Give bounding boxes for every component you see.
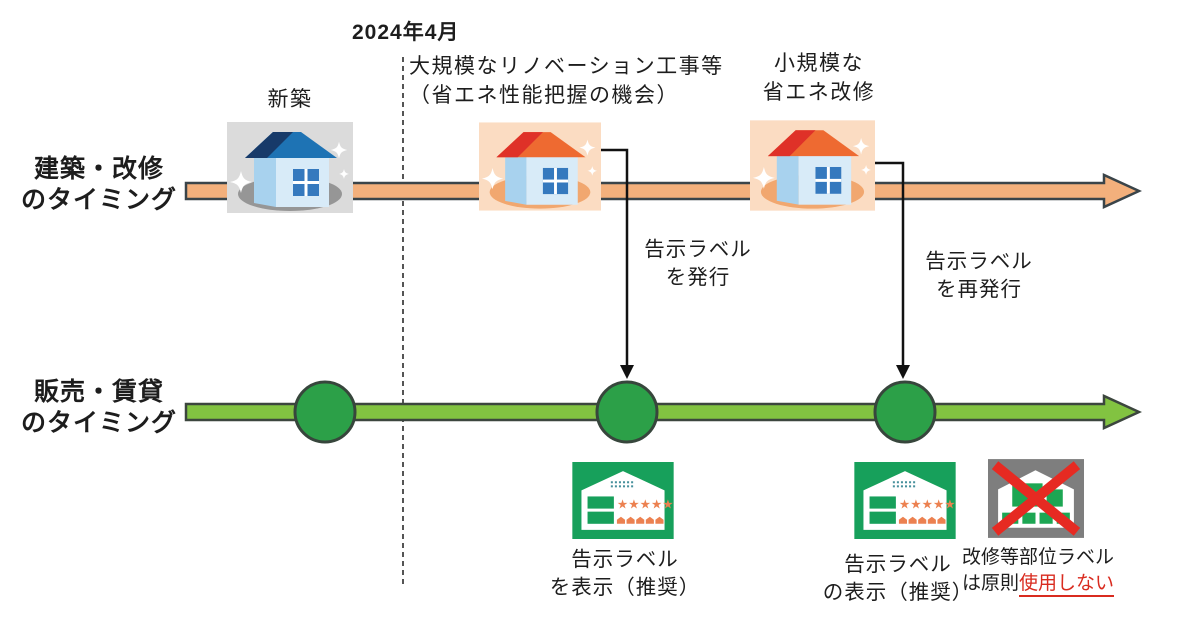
bottom-label-line: を表示（推奨）: [549, 576, 701, 599]
prohibited-note-line: 改修等部位ラベル: [962, 547, 1115, 568]
prohibited-note-line: は原則使用しない: [962, 571, 1132, 597]
reissue-connector-arrow: [873, 161, 905, 366]
reissue-arrowhead-icon: [896, 365, 910, 379]
prohibited-usage-note: 改修等部位ラベル は原則使用しない: [962, 545, 1132, 597]
event-label-minor-retrofit: 小規模な 省エネ改修: [743, 49, 895, 107]
callout-line: 告示ラベル: [925, 250, 1033, 273]
prohibited-note-prefix: は原則: [962, 573, 1020, 594]
row-label-line: 建築・改修: [33, 155, 164, 183]
prohibited-part-label-icon: [988, 459, 1084, 538]
issue-connector-arrow: [598, 148, 629, 366]
label-house-marks-row: [616, 516, 664, 524]
prohibited-note-emphasis: 使用しない: [1019, 573, 1115, 597]
event-label-line: 大規模なリノベーション工事等: [409, 55, 724, 78]
event-label-line: 新築: [267, 88, 313, 111]
sales-row-label: 販売・賃貸 のタイミング: [8, 377, 190, 439]
event-label-major-renovation: 大規模なリノベーション工事等 （省エネ性能把握の機会）: [409, 52, 724, 110]
label-stars-row: ★★★★★: [899, 498, 956, 512]
event-label-new-construction: 新築: [225, 85, 355, 114]
callout-line: を発行: [665, 266, 731, 289]
event-label-line: （省エネ性能把握の機会）: [409, 84, 679, 107]
row-label-line: のタイミング: [20, 409, 177, 437]
row-label-line: 販売・賃貸: [33, 378, 164, 406]
bottom-label-line: 告示ラベル: [571, 548, 679, 571]
red-cross-icon: [991, 461, 1081, 536]
label-house-marks-row: [898, 516, 946, 524]
reissue-label-callout: 告示ラベル を再発行: [903, 248, 1055, 304]
issue-arrowhead-icon: [620, 365, 634, 379]
callout-line: を再発行: [936, 278, 1022, 301]
display-recommended-label-1: 告示ラベル を表示（推奨）: [546, 546, 704, 602]
construction-row-label: 建築・改修 のタイミング: [8, 154, 190, 216]
sales-timeline-node-2: [595, 380, 659, 444]
house-icon-minor-retrofit: [750, 120, 875, 211]
event-label-line: 省エネ改修: [762, 81, 876, 104]
label-stars-row: ★★★★★: [617, 498, 674, 512]
row-label-line: のタイミング: [20, 186, 177, 214]
event-label-line: 小規模な: [774, 52, 864, 75]
display-recommended-label-2: 告示ラベル の表示（推奨）: [822, 551, 974, 607]
house-icon-new-construction: [227, 122, 353, 213]
bottom-label-line: の表示（推奨）: [822, 581, 974, 604]
sales-timeline-node-3: [873, 380, 937, 444]
callout-line: 告示ラベル: [644, 238, 752, 261]
sales-timeline-node-1: [293, 380, 357, 444]
energy-notification-label-icon-1: ★★★★★: [572, 462, 674, 539]
bottom-label-line: 告示ラベル: [844, 553, 952, 576]
date-marker-label: 2024年4月: [352, 21, 460, 44]
issue-label-callout: 告示ラベル を発行: [628, 236, 768, 292]
energy-notification-label-icon-2: ★★★★★: [854, 462, 956, 539]
april-2024-dashed-divider: [402, 57, 404, 585]
house-icon-major-renovation: [479, 122, 601, 211]
